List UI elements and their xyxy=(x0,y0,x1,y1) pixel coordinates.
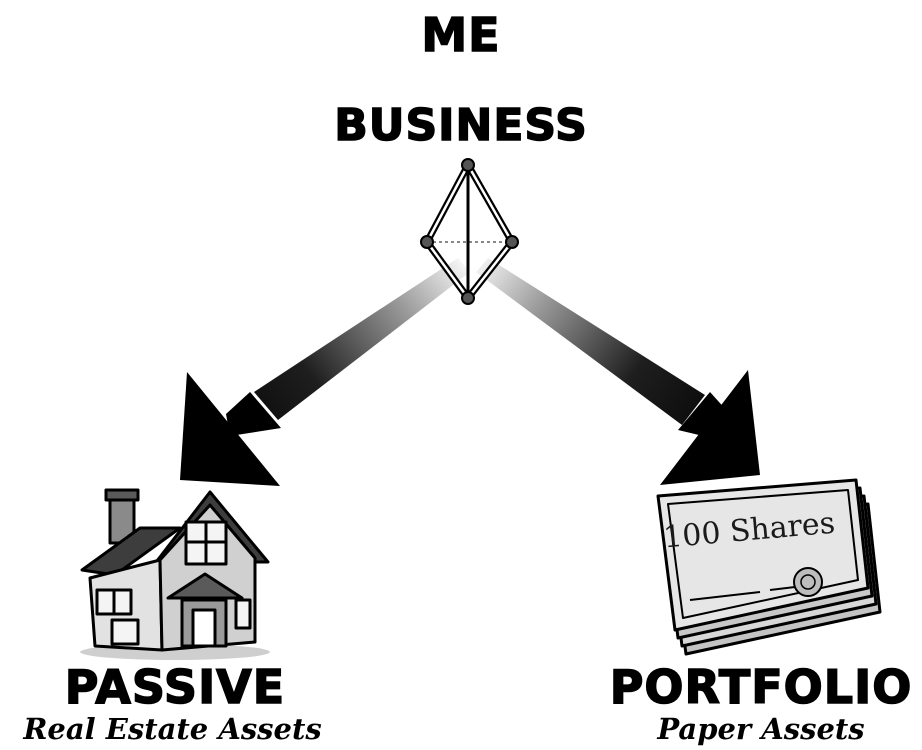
passive-label: PASSIVE xyxy=(64,659,286,715)
stock-certificate-stack-icon xyxy=(656,478,882,656)
portfolio-subtitle: Paper Assets xyxy=(657,712,865,746)
passive-subtitle: Real Estate Assets xyxy=(23,712,322,746)
me-heading: ME xyxy=(421,7,501,63)
portfolio-label: PORTFOLIO xyxy=(609,659,913,715)
house-icon xyxy=(80,488,270,660)
left-arrow xyxy=(180,258,470,486)
right-arrow xyxy=(476,258,760,485)
diamond-node-icon xyxy=(420,158,519,305)
business-heading: BUSINESS xyxy=(333,99,588,152)
